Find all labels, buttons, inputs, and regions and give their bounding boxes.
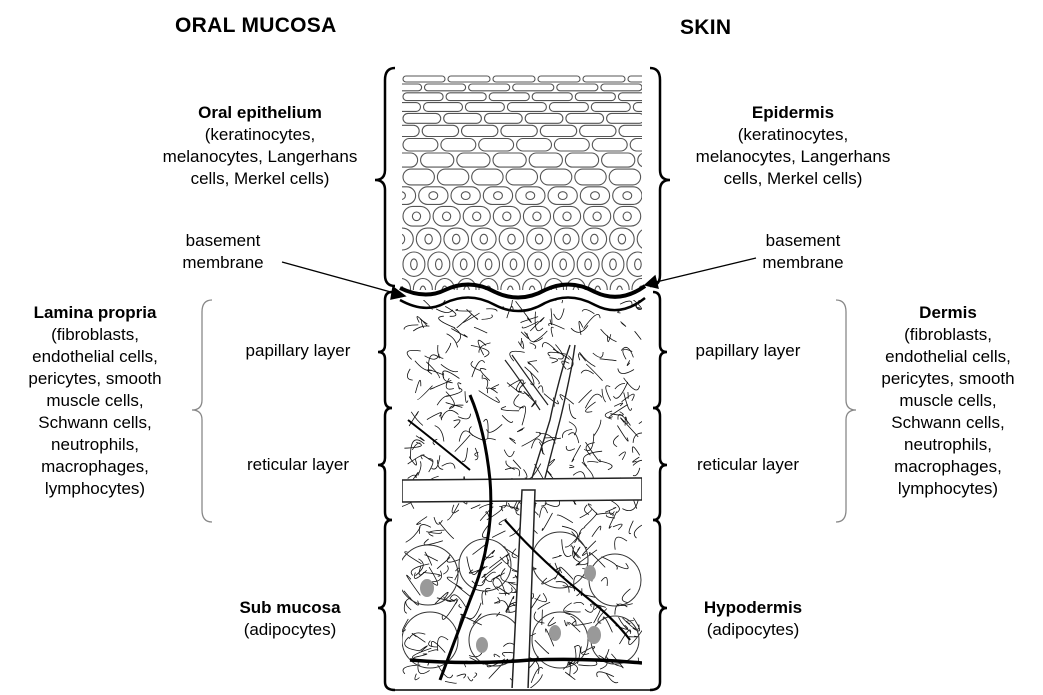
- blood-vessels: [402, 345, 642, 690]
- dermis-line-5: Schwann cells,: [858, 412, 1038, 434]
- dermis-line-7: macrophages,: [858, 456, 1038, 478]
- lamina-line-2: endothelial cells,: [2, 346, 188, 368]
- hypodermis-label: Hypodermis (adipocytes): [678, 597, 828, 641]
- dermis-line-1: (fibroblasts,: [858, 324, 1038, 346]
- epidermis-line-1: (keratinocytes,: [683, 124, 903, 146]
- papillary-layer-label-right: papillary layer: [678, 340, 818, 362]
- basement-arrows: [282, 258, 756, 299]
- oral-epithelium-line-2: melanocytes, Langerhans: [150, 146, 370, 168]
- lamina-line-3: pericytes, smooth: [2, 368, 188, 390]
- papillary-layer-label-left: papillary layer: [228, 340, 368, 362]
- epithelium-cells: [358, 76, 686, 306]
- lamina-line-4: muscle cells,: [2, 390, 188, 412]
- epidermis-line-2: melanocytes, Langerhans: [683, 146, 903, 168]
- hypodermis-line-1: (adipocytes): [678, 619, 828, 641]
- lamina-propria-bracket: [192, 300, 212, 522]
- lamina-line-6: neutrophils,: [2, 434, 188, 456]
- sub-mucosa-title: Sub mucosa: [215, 597, 365, 619]
- basement-right-line-2: membrane: [748, 252, 858, 274]
- center-brackets-left: [375, 68, 395, 690]
- dermis-line-6: neutrophils,: [858, 434, 1038, 456]
- oral-epithelium-line-3: cells, Merkel cells): [150, 168, 370, 190]
- dermis-label: Dermis (fibroblasts, endothelial cells, …: [858, 302, 1038, 500]
- lamina-line-7: macrophages,: [2, 456, 188, 478]
- oral-epithelium-title: Oral epithelium: [150, 102, 370, 124]
- epidermis-label: Epidermis (keratinocytes, melanocytes, L…: [683, 102, 903, 190]
- basement-left-line-2: membrane: [168, 252, 278, 274]
- basement-right-line-1: basement: [748, 230, 858, 252]
- epidermis-title: Epidermis: [683, 102, 903, 124]
- oral-epithelium-line-1: (keratinocytes,: [150, 124, 370, 146]
- lamina-line-5: Schwann cells,: [2, 412, 188, 434]
- dermis-bracket: [836, 300, 856, 522]
- dermis-line-4: muscle cells,: [858, 390, 1038, 412]
- dermis-title: Dermis: [858, 302, 1038, 324]
- lamina-line-1: (fibroblasts,: [2, 324, 188, 346]
- dermis-line-2: endothelial cells,: [858, 346, 1038, 368]
- basement-left-line-1: basement: [168, 230, 278, 252]
- epidermis-line-3: cells, Merkel cells): [683, 168, 903, 190]
- lamina-propria-title: Lamina propria: [2, 302, 188, 324]
- lamina-propria-label: Lamina propria (fibroblasts, endothelial…: [2, 302, 188, 500]
- reticular-layer-label-right: reticular layer: [678, 454, 818, 476]
- hypodermis-title: Hypodermis: [678, 597, 828, 619]
- lamina-line-8: lymphocytes): [2, 478, 188, 500]
- dermis-line-3: pericytes, smooth: [858, 368, 1038, 390]
- reticular-layer-label-left: reticular layer: [228, 454, 368, 476]
- center-brackets-right: [650, 68, 670, 690]
- basement-membrane-label-right: basement membrane: [748, 230, 858, 274]
- sub-mucosa-line-1: (adipocytes): [215, 619, 365, 641]
- basement-membrane-label-left: basement membrane: [168, 230, 278, 274]
- dermis-line-8: lymphocytes): [858, 478, 1038, 500]
- oral-epithelium-label: Oral epithelium (keratinocytes, melanocy…: [150, 102, 370, 190]
- sub-mucosa-label: Sub mucosa (adipocytes): [215, 597, 365, 641]
